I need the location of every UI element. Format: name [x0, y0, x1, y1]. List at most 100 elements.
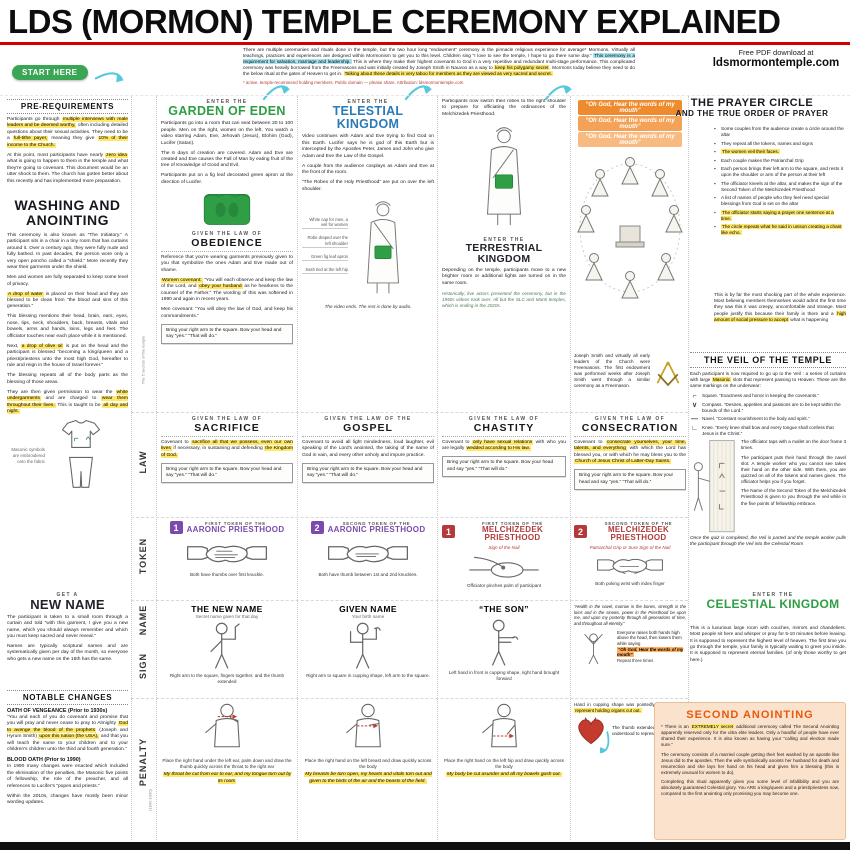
obedience-title: OBEDIENCE — [191, 236, 263, 249]
robe-callout: Green fig leaf apron — [302, 254, 348, 261]
intro-text: There are multiple ceremonies and ritual… — [243, 47, 636, 77]
terrestrial-title: TERRESTRIAL KINGDOM — [465, 241, 543, 265]
veil-mark-item: ∨ Compass. “Desires, appetites and passi… — [690, 402, 846, 414]
telestial-kicker: ENTER THE — [347, 99, 389, 105]
veil-mark-text: Knee. “Every knee shall bow and every to… — [702, 425, 834, 437]
bullet-item: ▪ Some couples from the audience create … — [714, 126, 846, 138]
poster-title: LDS (MORMON) TEMPLE CEREMONY EXPLAINED — [8, 3, 781, 40]
gospel-title: GOSPEL — [343, 422, 393, 434]
name-subtitle: Secret name given for that day — [195, 614, 259, 619]
veil-step: The Name of the Second Token of the Melc… — [741, 488, 846, 506]
veil-mark-text: Navel. “Constant nourishment to the body… — [702, 416, 810, 422]
strip-label-sign: SIGN — [138, 652, 148, 680]
chastity-kicker: GIVEN THE LAW OF — [468, 416, 540, 422]
flow-arrow-icon — [404, 85, 432, 101]
paragraph: They are then given permission to wear t… — [7, 389, 128, 415]
veil-mark-item: ∟ Knee. “Every knee shall bow and every … — [690, 425, 846, 437]
divider — [131, 412, 688, 413]
garment-mark-icon: ⌐ — [692, 393, 697, 401]
strip-penalty-note: (1842-1990) — [147, 789, 153, 811]
token-caption: Both have thumbs over first knuckle. — [189, 572, 265, 578]
section-new-name: GET A NEW NAME The participant is taken … — [7, 592, 128, 686]
paragraph: The 6 days of creation are covered. Adam… — [161, 150, 293, 169]
flow-arrow-icon — [262, 85, 290, 101]
sign-caption: Left hand in front in cupping shape, rig… — [448, 670, 560, 681]
section-veil: THE VEIL OF THE TEMPLE Each participant … — [690, 352, 846, 590]
robed-figure-illustration — [366, 200, 400, 293]
consecration-text: Covenant to consecrate yourselves, your … — [574, 440, 686, 465]
garden-kicker: ENTER THE — [206, 99, 248, 105]
obedience-kicker: GIVEN THE LAW OF — [191, 230, 263, 237]
penalty-caption: Place the right hand on the left breast … — [304, 758, 432, 769]
square-instruction-box: Bring your right arm to the square. Bow … — [302, 462, 434, 484]
veil-mark-item: ― Navel. “Constant nourishment to the bo… — [690, 416, 846, 423]
prayer-title-line2: AND THE TRUE ORDER OF PRAYER — [675, 109, 829, 118]
pdf-url[interactable]: ldsmormontemple.com — [712, 57, 840, 69]
washing-title: WASHING AND ANOINTING — [14, 198, 121, 229]
bullet-marker: ▪ — [714, 224, 716, 230]
section-name-the-son: “THE SON” Left hand in front in cupping … — [442, 604, 566, 696]
sign-instruction: Everyone raises both hands high above th… — [617, 629, 682, 646]
token-title: MELCHIZEDEK PRIESTHOOD — [481, 525, 544, 543]
name-title: GIVEN NAME — [339, 604, 397, 614]
bullet-marker: ▪ — [714, 166, 716, 172]
flow-arrow-icon — [599, 731, 610, 754]
penalty-quote: My body be cut asunder and all my bowels… — [446, 771, 562, 777]
pdf-callout: Free PDF download at ldsmormontemple.com — [706, 48, 846, 69]
video-note: The video ends. The rest is done by audi… — [324, 303, 412, 309]
token-kicker: FIRST TOKEN OF THE — [205, 521, 266, 526]
section-law-consecration: GIVEN THE LAW OF CONSECRATION Covenant t… — [574, 416, 686, 514]
section-name-given-name: GIVEN NAME Your birth name Right arm to … — [302, 604, 434, 696]
paragraph: Participants put on a fig leaf decorated… — [161, 173, 293, 185]
sign-chant: “Oh God, Hear the words of my mouth” — [617, 647, 684, 658]
bullet-marker: ▪ — [714, 157, 716, 163]
section-celestial-kingdom-header: ENTER THE CELESTIAL KINGDOM — [700, 592, 846, 614]
section-prerequisites: PRE-REQUIREMENTS Participants go through… — [7, 99, 128, 195]
new-name-paragraphs: The participant is taken to a small room… — [7, 615, 128, 664]
section-law-chastity: GIVEN THE LAW OF CHASTITY Covenant to on… — [442, 416, 566, 514]
paragraph: The participant is taken to a small room… — [7, 614, 128, 640]
section-penalty-throat: Place the right hand under the left ear,… — [161, 702, 293, 836]
bullet-text: They repeat all the tokens, names and si… — [721, 140, 813, 146]
prayer-circle-title: THE PRAYER CIRCLE AND THE TRUE ORDER OF … — [658, 97, 846, 120]
token-kicker: SECOND TOKEN OF THE — [604, 521, 673, 526]
divider — [131, 96, 132, 840]
bullet-item: ▪ Each couple makes the Patriarchal Grip — [714, 158, 846, 164]
penalty-caption: Place the right hand on the left hip and… — [443, 758, 565, 769]
blood-oath-title: BLOOD OATH (Prior to 1990) — [7, 757, 81, 764]
square-instruction-box: Bring your right arm to the square. Bow … — [161, 323, 293, 345]
divider — [570, 96, 571, 840]
celestial-kicker: ENTER THE — [752, 592, 794, 598]
prayer-steps-list: ▪ Some couples from the audience create … — [714, 126, 846, 288]
blood-oath-text: In 1990 many changes were enacted which … — [7, 764, 128, 789]
token-number-badge: 1 — [169, 521, 183, 535]
token-kicker: SECOND TOKEN OF THE — [342, 521, 411, 526]
veil-mark-text: Square. “Exactness and honor in keeping … — [702, 393, 819, 399]
paragraph: Men and women are fully separated to kee… — [7, 275, 128, 287]
consecration-kicker: GIVEN THE LAW OF — [594, 416, 666, 422]
bullet-text: The women veil their faces. — [721, 149, 781, 155]
bullet-item: ▪ The officiator kneels at the altar, an… — [714, 181, 846, 193]
garment-caption: Masonic symbols are embroidered onto the… — [11, 447, 45, 464]
celestial-text: This is a luxurious large room with couc… — [690, 626, 846, 663]
section-terrestrial-kingdom: Participants now switch their robes to t… — [442, 99, 566, 409]
start-here-label: START HERE — [12, 65, 88, 80]
paragraph: Participants go into a room that can sea… — [161, 121, 293, 146]
paragraph: A couple from the audience cosplays as A… — [302, 163, 434, 176]
heart-penalty-text: Hand in cupping shape was pointedly unde… — [574, 702, 686, 713]
square-instruction-box: Bring your right arm to the square. Bow … — [574, 469, 686, 490]
veil-marks-list: ⌐ Square. “Exactness and honor in keepin… — [690, 393, 846, 437]
token-subtitle: Sign of the Nail — [488, 544, 520, 550]
name-title: THE NEW NAME — [191, 604, 263, 614]
divider — [131, 600, 688, 601]
paragraph: The blessing repeats all of the body par… — [7, 373, 128, 385]
celestial-title: CELESTIAL KINGDOM — [706, 597, 840, 611]
bullet-text: The circle repeats what he said in uniso… — [721, 224, 842, 236]
poster-header: LDS (MORMON) TEMPLE CEREMONY EXPLAINED — [8, 3, 846, 41]
gospel-text: Covenant to avoid all light mindedness, … — [302, 440, 434, 458]
token-title: AARONIC PRIESTHOOD — [186, 525, 285, 534]
divider — [437, 96, 438, 840]
prerequisites-title: PRE-REQUIREMENTS — [7, 99, 128, 114]
section-sign-raised-arms: “Health in the navel, marrow in the bone… — [574, 604, 686, 696]
